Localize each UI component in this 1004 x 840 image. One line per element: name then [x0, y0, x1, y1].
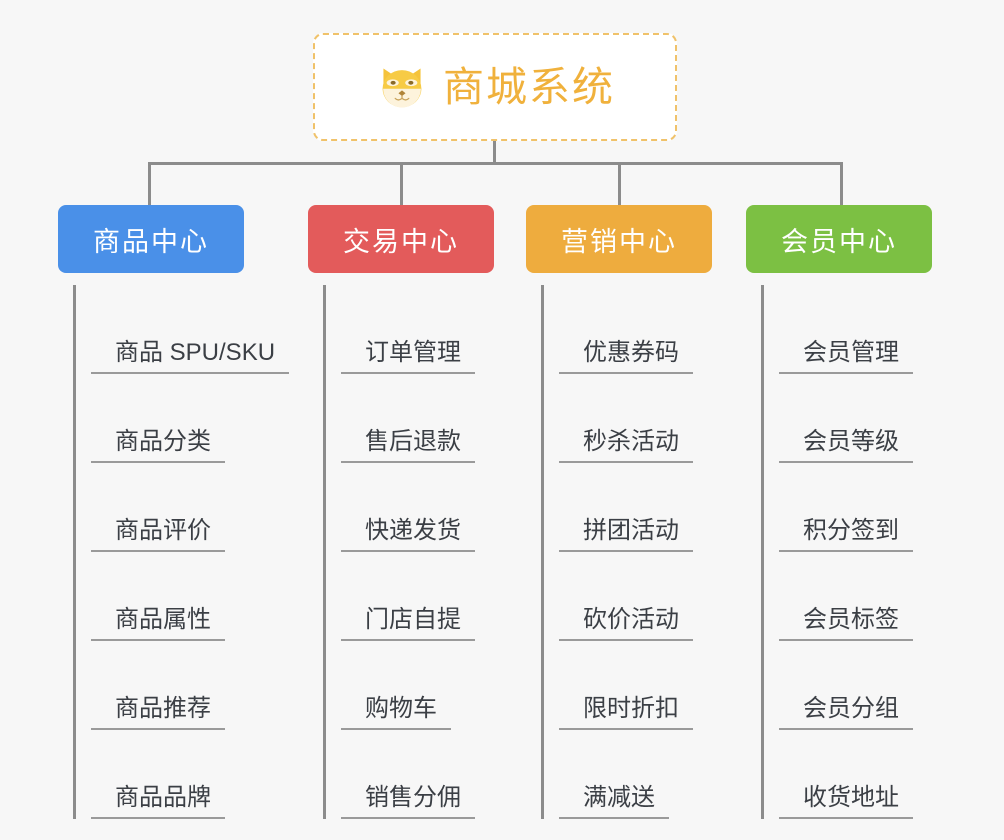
leaf-label: 门店自提	[341, 606, 475, 641]
connector-root-stem	[493, 141, 496, 165]
list-item[interactable]: 门店自提	[341, 552, 494, 641]
category-header-1-label: 商品中心	[93, 226, 209, 257]
category-header-3[interactable]: 营销中心	[526, 205, 712, 273]
connector-drop-4	[840, 162, 843, 207]
leaf-label: 会员等级	[779, 428, 913, 463]
leaf-label: 商品评价	[91, 517, 225, 552]
list-item[interactable]: 商品 SPU/SKU	[91, 285, 290, 374]
list-item[interactable]: 会员分组	[779, 641, 932, 730]
leaf-label: 订单管理	[341, 339, 475, 374]
leaf-label: 拼团活动	[559, 517, 693, 552]
list-item[interactable]: 售后退款	[341, 374, 494, 463]
category-column-3: 营销中心 优惠券码 秒杀活动 拼团活动 砍价活动 限时折扣 满减送	[526, 205, 712, 819]
list-item[interactable]: 会员管理	[779, 285, 932, 374]
leaf-list-4: 会员管理 会员等级 积分签到 会员标签 会员分组 收货地址	[761, 285, 932, 819]
leaf-list-2: 订单管理 售后退款 快递发货 门店自提 购物车 销售分佣	[323, 285, 494, 819]
root-title: 商城系统	[443, 63, 615, 110]
connector-drop-1	[148, 162, 151, 207]
category-header-2-label: 交易中心	[343, 226, 459, 257]
list-item[interactable]: 收货地址	[779, 730, 932, 819]
list-item[interactable]: 商品评价	[91, 463, 244, 552]
category-header-4[interactable]: 会员中心	[746, 205, 932, 273]
leaf-label: 商品品牌	[91, 784, 225, 819]
leaf-label: 销售分佣	[341, 784, 475, 819]
leaf-label: 售后退款	[341, 428, 475, 463]
list-item[interactable]: 销售分佣	[341, 730, 494, 819]
leaf-label: 会员标签	[779, 606, 913, 641]
leaf-label: 会员分组	[779, 695, 913, 730]
leaf-label: 商品属性	[91, 606, 225, 641]
connector-drop-3	[618, 162, 621, 207]
leaf-label: 商品分类	[91, 428, 225, 463]
category-column-2: 交易中心 订单管理 售后退款 快递发货 门店自提 购物车 销售分佣	[308, 205, 494, 819]
list-item[interactable]: 购物车	[341, 641, 494, 730]
category-header-4-label: 会员中心	[781, 226, 897, 257]
list-item[interactable]: 商品品牌	[91, 730, 244, 819]
leaf-label: 购物车	[341, 695, 451, 730]
leaf-label: 积分签到	[779, 517, 913, 552]
list-item[interactable]: 砍价活动	[559, 552, 712, 641]
leaf-label: 秒杀活动	[559, 428, 693, 463]
list-item[interactable]: 秒杀活动	[559, 374, 712, 463]
shiba-dog-face-icon	[382, 68, 422, 108]
list-item[interactable]: 限时折扣	[559, 641, 712, 730]
list-item[interactable]: 商品推荐	[91, 641, 244, 730]
list-item[interactable]: 快递发货	[341, 463, 494, 552]
connector-horizontal-bus	[148, 162, 843, 165]
list-item[interactable]: 订单管理	[341, 285, 494, 374]
list-item[interactable]: 积分签到	[779, 463, 932, 552]
leaf-label: 快递发货	[341, 517, 475, 552]
leaf-label: 商品 SPU/SKU	[91, 339, 290, 374]
leaf-label: 商品推荐	[91, 695, 225, 730]
leaf-label: 限时折扣	[559, 695, 693, 730]
category-header-3-label: 营销中心	[561, 226, 677, 257]
list-item[interactable]: 满减送	[559, 730, 712, 819]
list-item[interactable]: 会员等级	[779, 374, 932, 463]
category-header-1[interactable]: 商品中心	[58, 205, 244, 273]
leaf-label: 会员管理	[779, 339, 913, 374]
list-item[interactable]: 优惠券码	[559, 285, 712, 374]
leaf-label: 优惠券码	[559, 339, 693, 374]
connector-drop-2	[400, 162, 403, 207]
leaf-list-1: 商品 SPU/SKU 商品分类 商品评价 商品属性 商品推荐 商品品牌	[73, 285, 290, 819]
leaf-label: 收货地址	[779, 784, 913, 819]
list-item[interactable]: 商品属性	[91, 552, 244, 641]
list-item[interactable]: 商品分类	[91, 374, 244, 463]
category-column-4: 会员中心 会员管理 会员等级 积分签到 会员标签 会员分组 收货地址	[746, 205, 932, 819]
leaf-label: 砍价活动	[559, 606, 693, 641]
root-node[interactable]: 商城系统	[313, 33, 677, 141]
category-header-2[interactable]: 交易中心	[308, 205, 494, 273]
list-item[interactable]: 会员标签	[779, 552, 932, 641]
leaf-label: 满减送	[559, 784, 669, 819]
list-item[interactable]: 拼团活动	[559, 463, 712, 552]
category-column-1: 商品中心 商品 SPU/SKU 商品分类 商品评价 商品属性 商品推荐 商品品牌	[58, 205, 290, 819]
leaf-list-3: 优惠券码 秒杀活动 拼团活动 砍价活动 限时折扣 满减送	[541, 285, 712, 819]
